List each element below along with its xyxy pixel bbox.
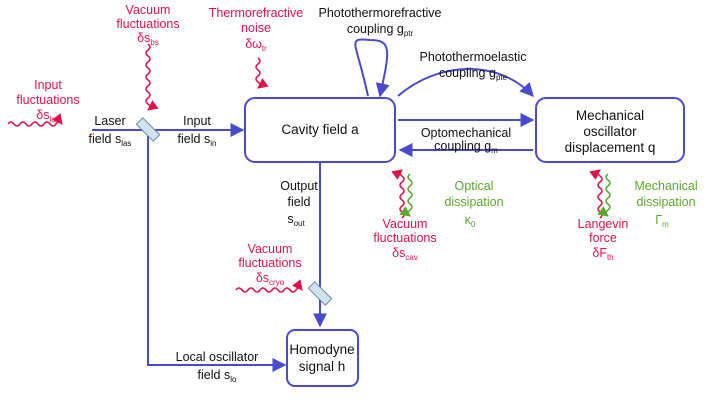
local-oscillator-label: Local oscillator field slo <box>176 350 259 384</box>
svg-text:Optomechanical: Optomechanical <box>421 126 511 140</box>
beam-splitter-input <box>135 117 161 142</box>
svg-text:κ0: κ0 <box>465 213 476 229</box>
mechanical-label-3: displacement q <box>565 140 656 155</box>
svg-text:Input: Input <box>183 114 211 128</box>
svg-text:fluctuations: fluctuations <box>16 93 79 107</box>
laser-field-label: Laser field slas <box>89 114 132 148</box>
svg-text:fluctuations: fluctuations <box>238 256 301 270</box>
svg-text:coupling gm: coupling gm <box>434 139 498 155</box>
optical-dissipation-label: Optical dissipation κ0 <box>444 179 503 229</box>
svg-text:Vacuum: Vacuum <box>248 242 293 256</box>
svg-text:Thermorefractive: Thermorefractive <box>209 6 304 20</box>
local-oscillator-arrow <box>147 130 287 372</box>
homodyne-label-1: Homodyne <box>289 342 354 357</box>
vacuum-bs-label: Vacuum fluctuations δsbs <box>116 3 179 47</box>
svg-text:Langevin: Langevin <box>578 217 629 231</box>
svg-text:δFth: δFth <box>592 246 613 262</box>
svg-text:dissipation: dissipation <box>444 195 503 209</box>
svg-text:Output: Output <box>280 179 318 193</box>
svg-text:Photothermorefractive: Photothermorefractive <box>319 6 442 20</box>
svg-text:dissipation: dissipation <box>636 195 695 209</box>
photothermorefractive-loop <box>354 38 390 98</box>
cavity-box: Cavity field a <box>244 97 396 163</box>
svg-text:δslas: δslas <box>36 108 59 124</box>
svg-text:coupling gptr: coupling gptr <box>347 22 414 38</box>
optical-dissipation-wave <box>399 173 413 217</box>
svg-text:field: field <box>288 195 311 209</box>
thermorefractive-label: Thermorefractive noise δωtr <box>209 6 304 53</box>
input-fluctuations-label: Input fluctuations δslas <box>16 78 79 124</box>
photothermoelastic-arrow <box>397 68 534 98</box>
svg-text:noise: noise <box>241 21 271 35</box>
cavity-label: Cavity field a <box>281 122 359 137</box>
svg-text:Local oscillator: Local oscillator <box>176 350 259 364</box>
beam-splitter-output <box>307 281 333 306</box>
homodyne-label-2: signal h <box>299 359 346 374</box>
vacuum-cryo-wave <box>235 279 303 293</box>
svg-text:coupling gpte: coupling gpte <box>439 66 508 82</box>
svg-text:field slas: field slas <box>89 132 132 148</box>
svg-text:Optical: Optical <box>455 179 494 193</box>
svg-text:Γm: Γm <box>655 213 669 229</box>
mechanical-label-1: Mechanical <box>576 108 644 123</box>
svg-text:fluctuations: fluctuations <box>373 231 436 245</box>
input-fluctuations-wave <box>7 113 63 127</box>
optomechanical-label: Optomechanical coupling gm <box>421 126 511 155</box>
langevin-wave <box>589 169 603 219</box>
photothermoelastic-label: Photothermoelastic coupling gpte <box>419 50 526 82</box>
svg-text:Vacuum: Vacuum <box>126 3 171 17</box>
svg-text:Vacuum: Vacuum <box>383 217 428 231</box>
svg-text:δωtr: δωtr <box>245 37 267 53</box>
vacuum-cryo-label: Vacuum fluctuations δscryo <box>238 242 301 287</box>
output-field-label: Output field sout <box>280 179 318 228</box>
langevin-label: Langevin force δFth <box>578 217 629 262</box>
svg-text:Photothermoelastic: Photothermoelastic <box>419 50 526 64</box>
svg-text:force: force <box>589 231 617 245</box>
svg-text:δscav: δscav <box>392 246 418 262</box>
mechanical-box: Mechanical oscillator displacement q <box>535 97 685 163</box>
svg-text:Input: Input <box>34 78 62 92</box>
vacuum-bs-wave <box>145 43 159 111</box>
vacuum-cav-wave <box>391 169 405 219</box>
svg-text:Laser: Laser <box>94 114 125 128</box>
svg-text:sout: sout <box>287 212 305 228</box>
svg-text:δsbs: δsbs <box>137 31 159 47</box>
input-field-label: Input field sin <box>178 114 217 148</box>
svg-text:Mechanical: Mechanical <box>634 179 697 193</box>
mechanical-dissipation-wave <box>597 173 611 217</box>
svg-text:δscryo: δscryo <box>256 271 285 287</box>
svg-text:fluctuations: fluctuations <box>116 17 179 31</box>
mechanical-label-2: oscillator <box>583 124 637 139</box>
photothermorefractive-label: Photothermorefractive coupling gptr <box>319 6 442 38</box>
svg-text:field sin: field sin <box>178 132 217 148</box>
mechanical-dissipation-label: Mechanical dissipation Γm <box>634 179 697 229</box>
vacuum-cav-label: Vacuum fluctuations δscav <box>373 217 436 262</box>
thermorefractive-wave <box>255 57 269 89</box>
svg-text:field slo: field slo <box>198 368 237 384</box>
homodyne-box: Homodyne signal h <box>286 329 359 387</box>
